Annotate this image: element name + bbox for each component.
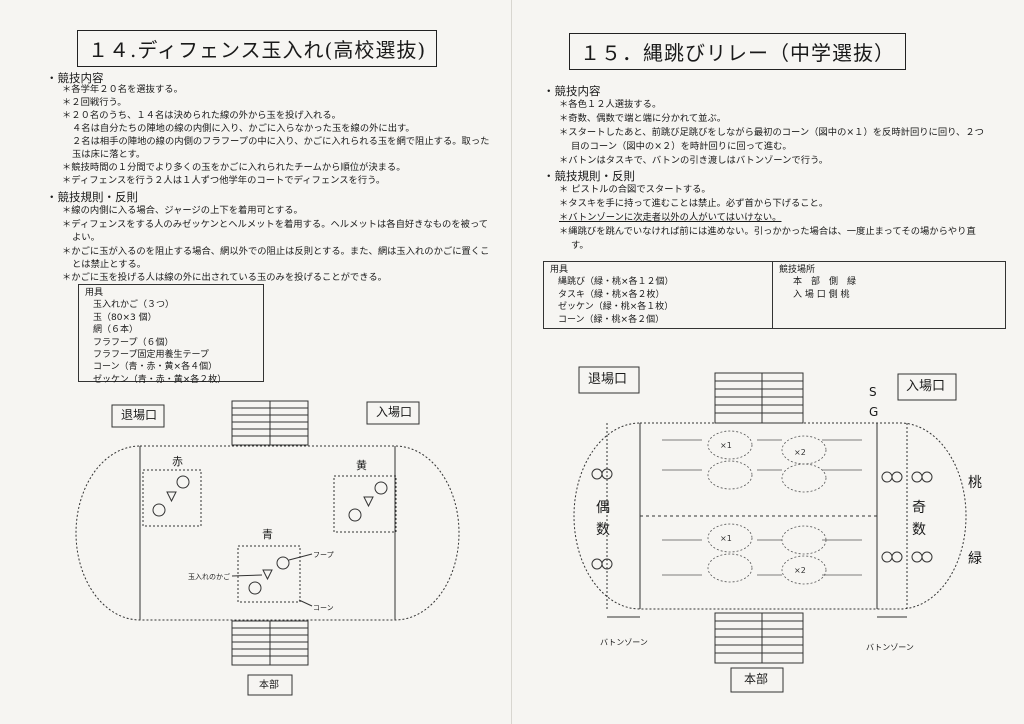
- right-content-line: ＊各色１２人選抜する。: [559, 99, 662, 110]
- left-rule-line: ＊ディフェンスをする人のみゼッケンとヘルメットを着用する。ヘルメットは各自好きな…: [62, 219, 489, 230]
- hoop-icon: [176, 475, 190, 489]
- basket-triangle-icon: [262, 569, 273, 581]
- cone-1-label: ×1: [720, 441, 732, 450]
- path-arrows: [662, 439, 862, 576]
- yellow-area: [333, 475, 397, 533]
- left-field-diagram: [75, 400, 460, 696]
- bottom-stand: [231, 620, 309, 666]
- right-equipment-item: タスキ（緑・桃×各２枚）: [558, 289, 665, 300]
- right-section-rules: ・競技規則・反則: [543, 169, 635, 183]
- cone-loops: [707, 430, 827, 585]
- hoop-label: フープ: [313, 551, 334, 559]
- green-label: 緑: [968, 551, 982, 567]
- right-location-item: 入 場 口 側 桃: [793, 289, 850, 300]
- left-rule-line: よい。: [72, 232, 100, 243]
- left-equipment-item: 玉入れかご（３つ）: [93, 300, 175, 311]
- even-label-2: 数: [596, 522, 610, 538]
- right-content-line: ＊奇数、偶数で端と端に分かれて並ぶ。: [559, 113, 727, 124]
- right-rule-line: ＊バトンゾーンに次走者以外の人がいてはいけない。: [559, 212, 782, 223]
- hoop-icon: [348, 508, 362, 522]
- left-equipment-item: フラフープ固定用養生テープ: [93, 350, 209, 361]
- left-equipment-item: コーン（青・赤・黄×各４個）: [93, 362, 218, 373]
- basket-label: 玉入れのかご: [188, 573, 230, 581]
- left-equipment-item: ゼッケン（青・赤・黄×各２枚）: [93, 374, 227, 385]
- left-content-line: ＊２回戦行う。: [62, 97, 127, 108]
- basket-triangle-icon: [166, 491, 177, 503]
- basket-triangle-icon: [363, 496, 374, 508]
- right-section-content: ・競技内容: [543, 84, 601, 98]
- left-exit-label: 退場口: [121, 408, 158, 422]
- right-hq-label: 本部: [744, 672, 769, 686]
- right-content-line: ＊スタートしたあと、前跳び足跳びをしながら最初のコーン（図中の×１）を反時計回り…: [559, 127, 984, 138]
- left-content-line: ４名は自分たちの陣地の線の内側に入り、かごに入らなかった玉を線の外に出す。: [72, 123, 415, 134]
- left-equipment-box: 用具 玉入れかご（３つ） 玉（80×3 個） 網（６本） フラフープ（６個） フ…: [78, 284, 264, 385]
- left-content-line: ２名は相手の陣地の線の内側のフラフープの中に入り、かごに入れられる玉を網で阻止す…: [72, 136, 490, 147]
- peach-label: 桃: [968, 475, 982, 491]
- right-equipment-title: 用具: [550, 265, 569, 275]
- red-label: 赤: [172, 455, 183, 468]
- bottom-stand: [714, 612, 804, 664]
- goal-label: G: [869, 405, 879, 419]
- hoop-icon: [276, 556, 290, 570]
- right-entrance-label: 入場口: [906, 379, 946, 394]
- right-location-item: 本 部 側 緑: [793, 277, 857, 288]
- top-stand: [231, 400, 309, 446]
- right-field-diagram: ×1 ×2 ×1 ×2: [573, 366, 967, 693]
- right-equipment-item: 縄跳び（緑・桃×各１２個）: [558, 277, 674, 288]
- left-page: １４.ディフェンス玉入れ(高校選抜) ・競技内容 ＊各学年２０名を選抜する。 ＊…: [46, 30, 490, 696]
- court-outline: [573, 422, 967, 610]
- right-equipment-item: コーン（緑・桃×各２個）: [558, 314, 665, 325]
- left-content-line: ＊各学年２０名を選抜する。: [62, 84, 183, 95]
- hoop-icon: [374, 481, 388, 495]
- hoop-icon: [248, 581, 262, 595]
- left-equipment-item: 網（６本）: [93, 325, 139, 336]
- left-rule-line: ＊線の内側に入る場合、ジャージの上下を着用可とする。: [62, 205, 303, 216]
- yellow-label: 黄: [356, 459, 367, 472]
- top-stand: [714, 372, 804, 424]
- runner-markers: [591, 468, 933, 570]
- odd-label-2: 数: [912, 522, 926, 538]
- left-rule-line: ＊かごに玉が入るのを阻止する場合、網以外での阻止は反則とする。また、網は玉入れの…: [62, 246, 490, 257]
- left-equipment-item: 玉（80×3 個）: [93, 312, 157, 323]
- right-exit-label: 退場口: [588, 372, 628, 387]
- baton-zone-right-label: バトンゾーン: [866, 643, 914, 652]
- even-label-1: 偶: [596, 500, 610, 516]
- baton-zone-left-label: バトンゾーン: [600, 638, 648, 647]
- cone-2-label: ×2: [794, 448, 806, 457]
- cone-label: コーン: [313, 604, 334, 612]
- left-content-line: ＊ディフェンスを行う２人は１人ずつ他学年のコートでディフェンスを行う。: [62, 175, 386, 186]
- left-title: １４.ディフェンス玉入れ(高校選抜): [77, 30, 438, 67]
- page-fold: [511, 0, 512, 724]
- left-section-content: ・競技内容: [46, 71, 104, 85]
- right-rule-line: ＊縄跳びを跳んでいなければ前には進めない。引っかかった場合は、一度止まってその場…: [559, 226, 976, 237]
- right-rule-line: ＊ ピストルの合図でスタートする。: [559, 184, 711, 195]
- right-equipment-item: ゼッケン（緑・桃×各１枚）: [558, 302, 674, 313]
- left-content-line: ＊競技時間の１分間でより多くの玉をかごに入れられたチームから順位が決まる。: [62, 162, 406, 173]
- right-content-line: ＊バトンはタスキで、バトンの引き渡しはバトンゾーンで行う。: [559, 155, 829, 166]
- hoop-icon: [152, 503, 166, 517]
- left-content-line: ＊２０名のうち、１４名は決められた線の外から玉を投げ入れる。: [62, 110, 341, 121]
- right-title: １５．縄跳びリレー（中学選抜）: [569, 33, 906, 70]
- left-equipment-title: 用具: [85, 288, 104, 298]
- left-content-line: 玉は床に落とす。: [72, 149, 146, 160]
- blue-label: 青: [262, 528, 273, 541]
- left-section-rules: ・競技規則・反則: [46, 190, 138, 204]
- right-location-title: 競技場所: [779, 265, 816, 275]
- right-content-line: 目のコーン（図中の×２）を時計回りに回って進む。: [571, 141, 792, 152]
- right-rule-line: す。: [571, 240, 589, 251]
- left-equipment-item: フラフープ（６個）: [93, 337, 174, 348]
- right-location-box: 競技場所 本 部 側 緑 入 場 口 側 桃: [772, 261, 1006, 329]
- start-label: S: [869, 385, 877, 399]
- red-area: [142, 469, 202, 527]
- left-rule-line: とは禁止とする。: [72, 259, 147, 270]
- left-entrance-label: 入場口: [376, 405, 413, 419]
- right-page: １５．縄跳びリレー（中学選抜） ・競技内容 ＊各色１２人選抜する。 ＊奇数、偶数…: [512, 0, 1024, 724]
- left-hq-label: 本部: [259, 680, 279, 691]
- right-rule-line: ＊タスキを手に持って進むことは禁止。必ず首から下げること。: [559, 198, 829, 209]
- odd-label-1: 奇: [912, 500, 926, 516]
- blue-area: [237, 545, 301, 603]
- cone-1-label: ×1: [720, 534, 732, 543]
- left-rule-line: ＊かごに玉を投げる人は線の外に出されている玉のみを投げることができる。: [62, 272, 387, 283]
- cone-2-label: ×2: [794, 566, 806, 575]
